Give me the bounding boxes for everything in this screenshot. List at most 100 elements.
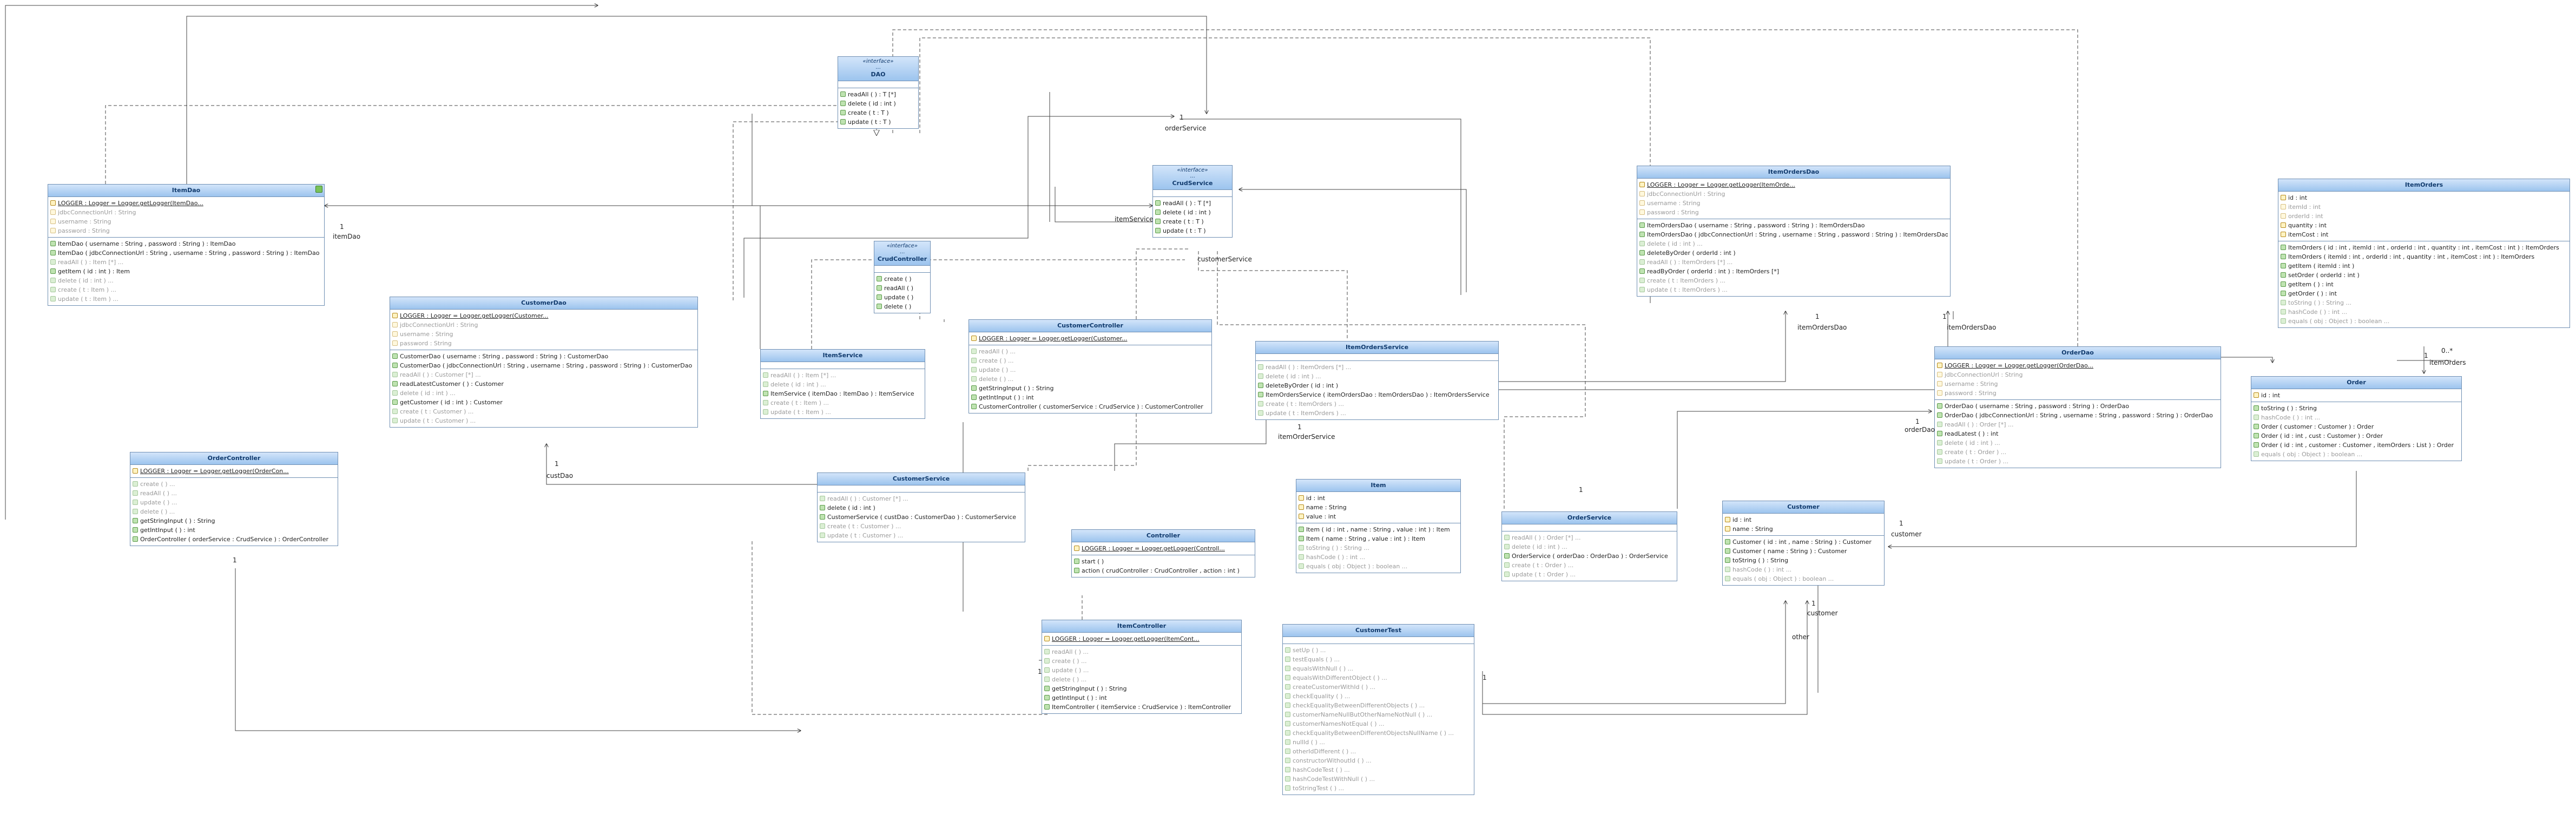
operation-row[interactable]: toString ( ) : String (1725, 556, 1882, 565)
operation-row[interactable]: create ( t : ItemOrders ) ... (1258, 399, 1496, 409)
operation-row[interactable]: checkEquality ( ) ... (1285, 692, 1472, 701)
operation-row[interactable]: readAll ( ) : Order [*] ... (1937, 420, 2218, 429)
class-ordercontroller[interactable]: OrderController LOGGER : Logger = Logger… (130, 452, 338, 546)
class-customertest[interactable]: CustomerTest setUp ( ) ...testEquals ( )… (1282, 624, 1474, 795)
operation-row[interactable]: getItem ( ) : int (2281, 280, 2567, 289)
operation-row[interactable]: readAll ( ) : ItemOrders [*] ... (1258, 363, 1496, 372)
operation-row[interactable]: update ( t : Order ) ... (1937, 457, 2218, 466)
operation-row[interactable]: delete ( ) ... (1044, 675, 1239, 684)
operation-row[interactable]: toString ( ) : String ... (2281, 298, 2567, 307)
class-itemordersdao[interactable]: ItemOrdersDao LOGGER : Logger = Logger.g… (1637, 166, 1951, 297)
operation-row[interactable]: toString ( ) : String (2254, 404, 2459, 413)
operation-row[interactable]: create ( ) ... (1044, 657, 1239, 666)
attribute-row[interactable]: LOGGER : Logger = Logger.getLogger(ItemC… (1044, 634, 1239, 644)
class-controller[interactable]: Controller LOGGER : Logger = Logger.getL… (1071, 529, 1255, 577)
attribute-row[interactable]: jdbcConnectionUrl : String (392, 320, 695, 330)
operation-row[interactable]: equals ( obj : Object ) : boolean ... (1725, 574, 1882, 583)
operation-row[interactable]: Customer ( name : String ) : Customer (1725, 547, 1882, 556)
operation-row[interactable]: OrderDao ( username : String , password … (1937, 402, 2218, 411)
operation-row[interactable]: ItemOrders ( itemId : int , orderId : in… (2281, 252, 2567, 261)
operation-row[interactable]: customerNameNullButOtherNameNotNull ( ) … (1285, 710, 1472, 719)
operation-row[interactable]: create ( t : Customer ) ... (392, 407, 695, 416)
operation-row[interactable]: delete ( id : int ) ... (1504, 542, 1675, 552)
operation-row[interactable]: update ( t : T ) (840, 117, 916, 127)
operation-row[interactable]: toString ( ) : String ... (1299, 543, 1458, 553)
attribute-row[interactable]: id : int (1299, 494, 1458, 503)
operation-row[interactable]: otherIdDifferent ( ) ... (1285, 747, 1472, 756)
attribute-row[interactable]: username : String (392, 330, 695, 339)
operation-row[interactable]: delete ( id : int ) ... (1937, 438, 2218, 448)
operation-row[interactable]: equalsWithNull ( ) ... (1285, 664, 1472, 673)
operation-row[interactable]: create ( ) ... (971, 356, 1209, 365)
operation-row[interactable]: hashCodeTest ( ) ... (1285, 765, 1472, 774)
class-crudservice[interactable]: «interface» ... CrudService readAll ( ) … (1152, 165, 1233, 238)
operation-row[interactable]: delete ( id : int ) (1155, 208, 1230, 217)
operation-row[interactable]: create ( t : Order ) ... (1937, 448, 2218, 457)
class-itemcontroller[interactable]: ItemController LOGGER : Logger = Logger.… (1042, 620, 1242, 714)
operation-row[interactable]: create ( t : Item ) ... (50, 285, 322, 294)
operation-row[interactable]: getStringInput ( ) : String (1044, 684, 1239, 693)
operation-row[interactable]: update ( ) ... (971, 365, 1209, 375)
operation-row[interactable]: readAll ( ) ... (971, 347, 1209, 356)
operation-row[interactable]: delete ( ) ... (971, 375, 1209, 384)
operation-row[interactable]: delete ( id : int ) (840, 99, 916, 108)
operation-row[interactable]: CustomerService ( custDao : CustomerDao … (820, 513, 1023, 522)
attribute-row[interactable]: itemId : int (2281, 202, 2567, 212)
class-customercontroller[interactable]: CustomerController LOGGER : Logger = Log… (969, 319, 1212, 413)
operation-row[interactable]: delete ( id : int ) (820, 503, 1023, 513)
operation-row[interactable]: delete ( id : int ) ... (392, 389, 695, 398)
operation-row[interactable]: createCustomerWithId ( ) ... (1285, 682, 1472, 692)
attribute-row[interactable]: orderId : int (2281, 212, 2567, 221)
operation-row[interactable]: readLatestCustomer ( ) : Customer (392, 379, 695, 389)
operation-row[interactable]: delete ( id : int ) ... (1258, 372, 1496, 381)
operation-row[interactable]: getIntInput ( ) : int (1044, 693, 1239, 703)
operation-row[interactable]: customerNamesNotEqual ( ) ... (1285, 719, 1472, 728)
operation-row[interactable]: getIntInput ( ) : int (133, 526, 335, 535)
attribute-row[interactable]: name : String (1299, 503, 1458, 512)
operation-row[interactable]: readAll ( ) : Item [*] ... (50, 258, 322, 267)
class-itemservice[interactable]: ItemService readAll ( ) : Item [*] ...de… (760, 349, 925, 419)
class-crudcontroller[interactable]: «interface» ... CrudController create ( … (874, 241, 931, 313)
operation-row[interactable]: checkEqualityBetweenDifferentObjects ( )… (1285, 701, 1472, 710)
operation-row[interactable]: equals ( obj : Object ) : boolean ... (1299, 562, 1458, 571)
operation-row[interactable]: create ( ) ... (133, 480, 335, 489)
attribute-row[interactable]: name : String (1725, 524, 1882, 534)
operation-row[interactable]: create ( t : T ) (840, 108, 916, 117)
operation-row[interactable]: getItem ( id : int ) : Item (50, 267, 322, 276)
operation-row[interactable]: Item ( id : int , name : String , value … (1299, 525, 1458, 534)
attribute-row[interactable]: password : String (392, 339, 695, 348)
operation-row[interactable]: ItemOrdersDao ( username : String , pass… (1639, 221, 1948, 230)
attribute-row[interactable]: LOGGER : Logger = Logger.getLogger(Custo… (392, 311, 695, 320)
operation-row[interactable]: Customer ( id : int , name : String ) : … (1725, 537, 1882, 547)
attribute-row[interactable]: jdbcConnectionUrl : String (50, 208, 322, 217)
operation-row[interactable]: delete ( ) ... (133, 507, 335, 516)
attribute-row[interactable]: jdbcConnectionUrl : String (1639, 189, 1948, 199)
attribute-row[interactable]: id : int (2281, 193, 2567, 202)
operation-row[interactable]: update ( ) ... (133, 498, 335, 507)
operation-row[interactable]: hashCodeTestWithNull ( ) ... (1285, 774, 1472, 784)
operation-row[interactable]: readAll ( ) ... (133, 489, 335, 498)
attribute-row[interactable]: id : int (2254, 391, 2459, 400)
operation-row[interactable]: deleteByOrder ( orderId : int ) (1639, 248, 1948, 258)
operation-row[interactable]: ItemOrders ( id : int , itemId : int , o… (2281, 243, 2567, 252)
operation-row[interactable]: Order ( id : int , customer : Customer ,… (2254, 441, 2459, 450)
operation-row[interactable]: create ( t : Item ) ... (763, 398, 923, 408)
operation-row[interactable]: delete ( id : int ) ... (1639, 239, 1948, 248)
operation-row[interactable]: getCustomer ( id : int ) : Customer (392, 398, 695, 407)
class-dao[interactable]: «interface» ... DAO readAll ( ) : T [*]d… (838, 56, 919, 129)
operation-row[interactable]: setUp ( ) ... (1285, 646, 1472, 655)
operation-row[interactable]: checkEqualityBetweenDifferentObjectsNull… (1285, 728, 1472, 738)
operation-row[interactable]: readAll ( ) : ItemOrders [*] ... (1639, 258, 1948, 267)
operation-row[interactable]: Order ( customer : Customer ) : Order (2254, 422, 2459, 431)
class-itemdao[interactable]: ItemDao LOGGER : Logger = Logger.getLogg… (48, 184, 325, 306)
attribute-row[interactable]: password : String (1639, 208, 1948, 217)
operation-row[interactable]: update ( t : ItemOrders ) ... (1258, 409, 1496, 418)
operation-row[interactable]: update ( t : Order ) ... (1504, 570, 1675, 579)
operation-row[interactable]: OrderService ( orderDao : OrderDao ) : O… (1504, 552, 1675, 561)
attribute-row[interactable]: itemCost : int (2281, 230, 2567, 239)
operation-row[interactable]: getIntInput ( ) : int (971, 393, 1209, 402)
operation-row[interactable]: ItemDao ( username : String , password :… (50, 239, 322, 248)
class-orderdao[interactable]: OrderDao LOGGER : Logger = Logger.getLog… (1934, 346, 2221, 468)
